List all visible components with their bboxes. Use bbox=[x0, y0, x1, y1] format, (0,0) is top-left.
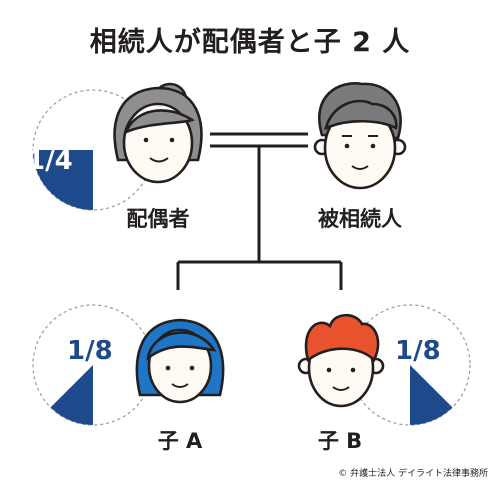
deceased-avatar bbox=[313, 82, 407, 190]
spouse-label: 配偶者 bbox=[126, 207, 190, 231]
deceased-fringe bbox=[324, 99, 398, 131]
child-b-right-eye bbox=[350, 367, 356, 373]
copyright-notice: © 弁護士法人 デイライト法律事務所 bbox=[338, 469, 488, 479]
spouse-left-eye bbox=[143, 137, 149, 143]
deceased-label: 被相続人 bbox=[318, 207, 402, 231]
child-b-mouth bbox=[332, 386, 350, 391]
deceased-mouth bbox=[351, 165, 369, 170]
spouse-bangs bbox=[123, 109, 195, 135]
child-b-hair bbox=[304, 313, 380, 363]
child-b-left-eye bbox=[326, 367, 332, 373]
child-b-share-slice bbox=[410, 365, 453, 426]
spouse-share-label: 1/4 bbox=[27, 146, 73, 176]
page-title: 相続人が配偶者と子 2 人 bbox=[89, 27, 411, 58]
child-a-bangs bbox=[146, 331, 217, 361]
spouse-mouth bbox=[149, 157, 169, 163]
child-b-label: 子 B bbox=[317, 429, 363, 453]
spouse-avatar bbox=[113, 82, 203, 184]
child-b-share-label: 1/8 bbox=[395, 336, 441, 366]
spouse-right-eye bbox=[169, 137, 175, 143]
child-a-right-eye bbox=[189, 365, 195, 371]
spouse-share-slice bbox=[33, 150, 93, 210]
child-a-left-eye bbox=[165, 365, 171, 371]
child-a-mouth bbox=[171, 383, 189, 388]
child-a-share-slice bbox=[50, 365, 93, 426]
child-b-avatar bbox=[297, 313, 385, 408]
child-a-label: 子 A bbox=[157, 429, 203, 453]
family-connectors bbox=[176, 132, 343, 290]
child-a-share-label: 1/8 bbox=[67, 336, 113, 366]
deceased-left-eye bbox=[344, 143, 350, 149]
deceased-right-eye bbox=[370, 143, 376, 149]
child-a-avatar bbox=[135, 318, 225, 404]
